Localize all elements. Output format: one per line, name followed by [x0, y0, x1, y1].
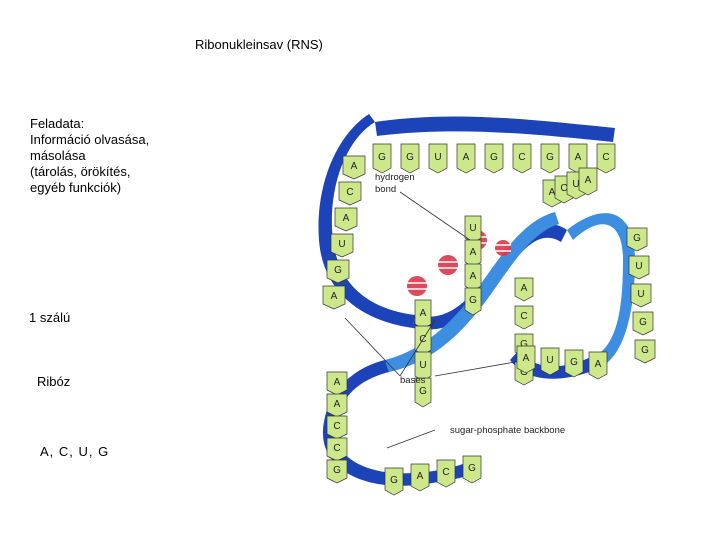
base-letter: U — [469, 223, 476, 234]
base-letter: A — [470, 271, 477, 282]
backbone-label: sugar-phosphate backbone — [450, 425, 565, 436]
base-top: C — [597, 144, 615, 173]
base-letter: C — [520, 311, 527, 322]
base-letter: G — [378, 152, 386, 163]
base-letter: A — [334, 399, 341, 410]
base-top: G — [401, 144, 419, 173]
base-right_mid: A — [579, 168, 597, 195]
base-loop: G — [565, 350, 583, 377]
base-left: G — [327, 260, 349, 283]
hbond-marker — [495, 240, 511, 256]
base-letter: G — [570, 357, 578, 368]
base-left: A — [335, 208, 357, 231]
base-letter: U — [546, 355, 553, 366]
base-lower_left: G — [327, 460, 347, 483]
base-bottom: C — [437, 460, 455, 487]
base-letter: C — [333, 443, 340, 454]
base-letter: G — [390, 475, 398, 486]
base-letter: A — [585, 175, 592, 186]
base-letter: G — [333, 465, 341, 476]
base-letter: U — [434, 152, 441, 163]
base-right_edge: G — [635, 340, 655, 363]
base-letter: U — [572, 179, 579, 190]
base-letter: A — [595, 359, 602, 370]
base-loop: A — [589, 352, 607, 379]
base-letter: C — [518, 152, 525, 163]
sugar-text: Ribóz — [37, 374, 70, 389]
base-left: C — [339, 182, 361, 205]
base-letter: A — [351, 161, 358, 172]
base-letter: C — [346, 187, 353, 198]
base-right_edge: U — [629, 256, 649, 279]
base-letter: G — [469, 295, 477, 306]
base-helix_right: U — [465, 216, 481, 243]
base-left: A — [343, 156, 365, 179]
base-helix_right: G — [465, 288, 481, 315]
base-letter: G — [546, 152, 554, 163]
base-top: C — [513, 144, 531, 173]
base-bottom: A — [411, 464, 429, 491]
base-bottom: G — [385, 468, 403, 495]
base-letter: A — [334, 377, 341, 388]
base-letter: G — [633, 233, 641, 244]
base-mid: C — [515, 306, 533, 329]
base-letter: A — [463, 152, 470, 163]
function-text: Feladata: Információ olvasása, másolása … — [30, 116, 149, 196]
base-letter: C — [442, 467, 449, 478]
base-letter: G — [641, 345, 649, 356]
base-lower_left: A — [327, 394, 347, 417]
base-letter: A — [420, 308, 427, 319]
base-letter: A — [523, 353, 530, 364]
base-lower_left: C — [327, 416, 347, 439]
base-letter: G — [490, 152, 498, 163]
base-helix_right: A — [465, 240, 481, 267]
base-letter: A — [575, 152, 582, 163]
base-letter: G — [406, 152, 414, 163]
hydrogen-label-line2: bond — [375, 184, 396, 195]
base-right_edge: G — [627, 228, 647, 251]
base-letter: A — [521, 283, 528, 294]
base-top: G — [541, 144, 559, 173]
base-letter: A — [331, 291, 338, 302]
base-loop: U — [541, 348, 559, 375]
base-top: U — [429, 144, 447, 173]
base-letter: U — [637, 289, 644, 300]
base-top: A — [457, 144, 475, 173]
base-left: U — [331, 234, 353, 257]
hbond-marker — [438, 255, 458, 275]
base-letter: A — [549, 187, 556, 198]
base-left: A — [323, 286, 345, 309]
base-lower_left: A — [327, 372, 347, 395]
base-letter: U — [635, 261, 642, 272]
bases-label: bases — [400, 375, 426, 386]
base-letter: G — [639, 317, 647, 328]
strand-count-text: 1 szálú — [29, 310, 70, 325]
base-loop: A — [517, 346, 535, 373]
base-letter: A — [470, 247, 477, 258]
base-top: G — [485, 144, 503, 173]
slide-title: Ribonukleinsav (RNS) — [195, 37, 323, 52]
base-helix_left: A — [415, 300, 431, 329]
base-letter: G — [419, 386, 427, 397]
base-top: G — [373, 144, 391, 173]
base-letter: A — [343, 213, 350, 224]
hbond-marker — [407, 276, 427, 296]
base-helix_right: A — [465, 264, 481, 291]
base-letter: G — [334, 265, 342, 276]
base-bottom: G — [463, 456, 481, 483]
base-lower_left: C — [327, 438, 347, 461]
base-letter: C — [333, 421, 340, 432]
base-letter: U — [338, 239, 345, 250]
bases-text: A, C, U, G — [40, 444, 109, 459]
hydrogen-label-line1: hydrogen — [375, 172, 415, 183]
base-letter: U — [419, 360, 426, 371]
base-mid: A — [515, 278, 533, 301]
base-letter: G — [468, 463, 476, 474]
base-right_edge: U — [631, 284, 651, 307]
base-letter: C — [560, 183, 567, 194]
base-right_edge: G — [633, 312, 653, 335]
base-letter: C — [602, 152, 609, 163]
base-letter: A — [417, 471, 424, 482]
